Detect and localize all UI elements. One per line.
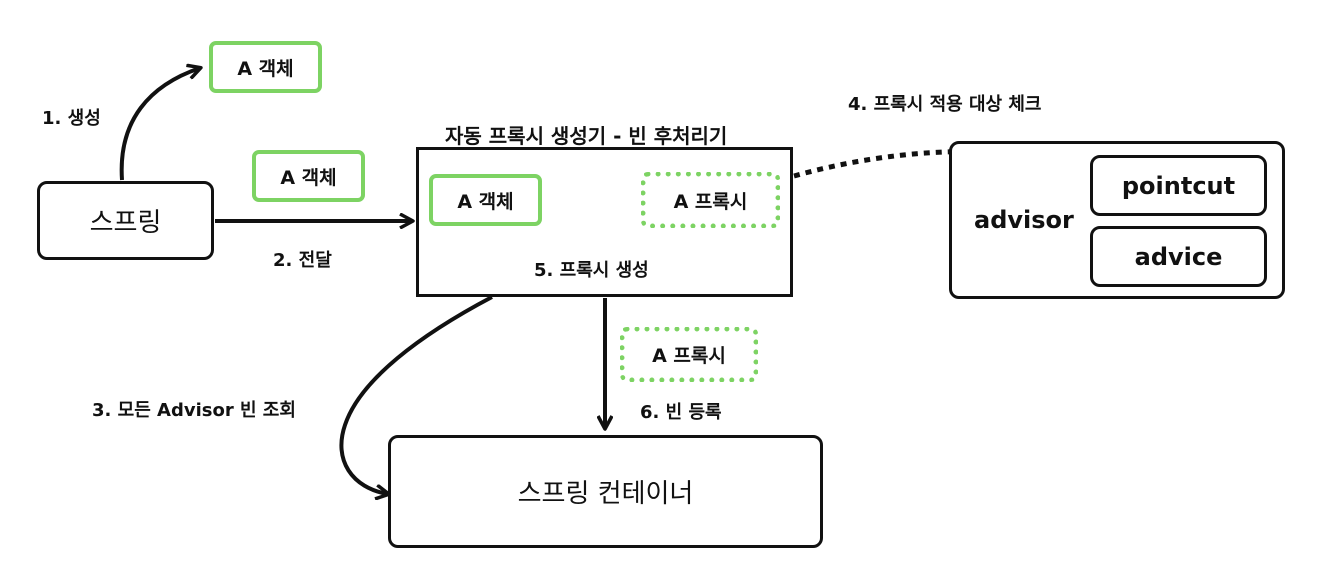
arrow-create <box>119 68 200 181</box>
registered-proxy-box: A 프록시 <box>620 327 758 382</box>
pointcut-box: pointcut <box>1090 155 1267 216</box>
inner-object-box: A 객체 <box>429 174 542 226</box>
pointcut-label: pointcut <box>1121 171 1236 200</box>
spring-container-box: 스프링 컨테이너 <box>388 435 823 548</box>
step-5-label: 5. 프록시 생성 <box>534 260 649 281</box>
spring-box: 스프링 <box>37 181 214 260</box>
advice-box: advice <box>1090 226 1267 287</box>
inner-proxy-box: A 프록시 <box>641 172 780 228</box>
creator-title: 자동 프록시 생성기 - 빈 후처리기 <box>445 124 728 148</box>
created-object-label: A 객체 <box>237 57 294 80</box>
step-6-label: 6. 빈 등록 <box>640 402 722 423</box>
spring-container-label: 스프링 컨테이너 <box>517 479 694 509</box>
registered-proxy-label: A 프록시 <box>652 345 726 367</box>
inner-object-label: A 객체 <box>457 190 514 213</box>
passed-object-box: A 객체 <box>252 150 365 202</box>
arrow-lookup-advisors <box>339 295 493 494</box>
advisor-label: advisor <box>974 206 1074 234</box>
step-2-label: 2. 전달 <box>273 250 332 271</box>
step-4-label: 4. 프록시 적용 대상 체크 <box>848 94 1042 115</box>
created-object-box: A 객체 <box>209 41 322 93</box>
step-3-label: 3. 모든 Advisor 빈 조회 <box>92 400 296 421</box>
passed-object-label: A 객체 <box>280 166 337 189</box>
spring-label: 스프링 <box>89 208 162 238</box>
advice-label: advice <box>1134 242 1223 271</box>
step-1-label: 1. 생성 <box>42 108 101 129</box>
inner-proxy-label: A 프록시 <box>673 190 748 213</box>
